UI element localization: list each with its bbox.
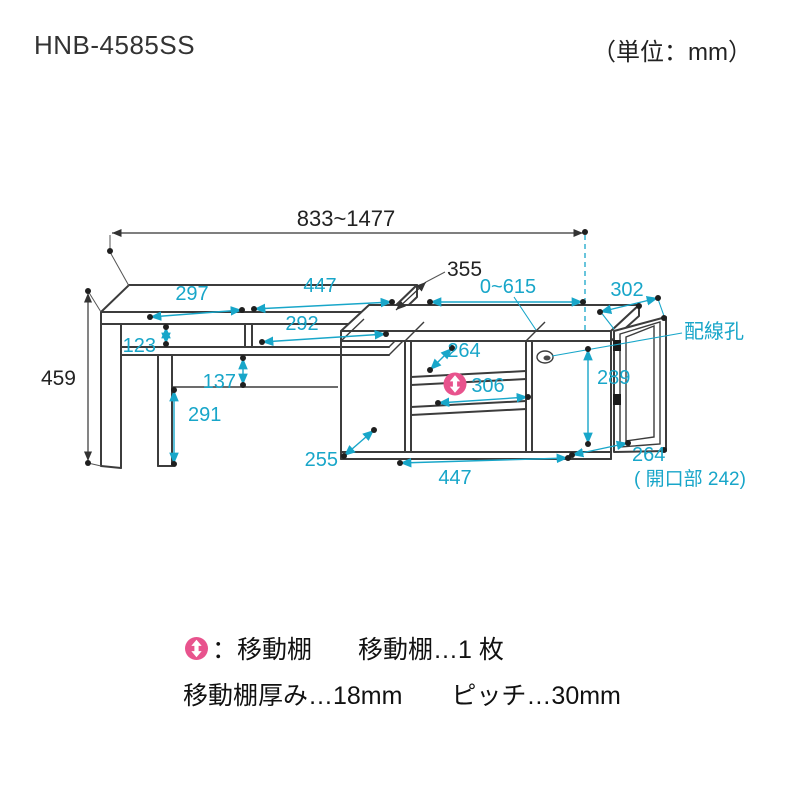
interior-dimension-lines xyxy=(149,235,683,468)
legend-line-1: ：移動棚 移動棚…1 枚 xyxy=(183,630,621,666)
legend-shelf-thickness: 移動棚厚み…18mm xyxy=(183,682,403,710)
dim-height-label: 459 xyxy=(41,367,76,390)
dim-447-bottom-label: 447 xyxy=(438,467,471,489)
cable-hole-label: 配線孔 xyxy=(684,320,744,343)
right-unit-outline xyxy=(340,304,640,460)
dim-123-label: 123 xyxy=(123,335,156,357)
dim-302-label: 302 xyxy=(610,279,643,301)
legend-shelf-pitch: ピッチ…30mm xyxy=(451,682,621,710)
dim-447-top-label: 447 xyxy=(303,275,336,297)
legend-line-2: 移動棚厚み…18mm ピッチ…30mm xyxy=(183,676,621,712)
door-hinge-bottom xyxy=(613,394,621,405)
dim-297-label: 297 xyxy=(175,283,208,305)
dim-overall-width-label: 833~1477 xyxy=(297,206,396,231)
unit-note: （単位：mm） xyxy=(592,39,752,66)
dim-137-label: 137 xyxy=(203,371,236,393)
legend-shelf-count: 移動棚…1 枚 xyxy=(358,636,504,664)
dim-depth-label: 355 xyxy=(447,258,482,281)
dim-292-line xyxy=(261,329,387,347)
movable-shelf-marker xyxy=(443,372,467,396)
dim-447-bottom-line xyxy=(399,453,569,468)
dim-264-top-line xyxy=(429,347,453,371)
measure-point-dots xyxy=(85,229,667,467)
dim-291-label: 291 xyxy=(188,404,221,426)
door-hinge-top xyxy=(613,340,621,351)
dim-264-top-label: 264 xyxy=(447,340,480,362)
dim-306-label: 306 xyxy=(471,375,504,397)
dim-306-line xyxy=(437,392,529,408)
model-number: HNB-4585SS xyxy=(34,30,196,60)
dim-255-label: 255 xyxy=(305,449,338,471)
legend: ：移動棚 移動棚…1 枚 移動棚厚み…18mm ピッチ…30mm xyxy=(183,630,621,712)
cable-hole-leader-line xyxy=(551,332,683,357)
dim-255-line xyxy=(343,429,375,457)
movable-shelf-legend-icon xyxy=(185,636,208,660)
dim-264-bottom-line xyxy=(571,440,629,458)
dim-447-top-line xyxy=(253,297,393,314)
overall-dimension-lines xyxy=(83,228,583,467)
dim-297-line xyxy=(149,306,243,321)
legend-shelf-label: ：移動棚 xyxy=(212,636,313,664)
dim-302-line xyxy=(599,296,659,314)
dim-depth-line xyxy=(395,281,427,311)
dim-slide-range-label: 0~615 xyxy=(480,276,536,298)
dim-292-label: 292 xyxy=(285,313,318,335)
cable-hole xyxy=(536,350,554,364)
door-opening-note: ( 開口部 242) xyxy=(634,468,746,490)
dim-264-bottom-label: 264 xyxy=(632,444,665,466)
dim-289-label: 289 xyxy=(597,367,630,389)
